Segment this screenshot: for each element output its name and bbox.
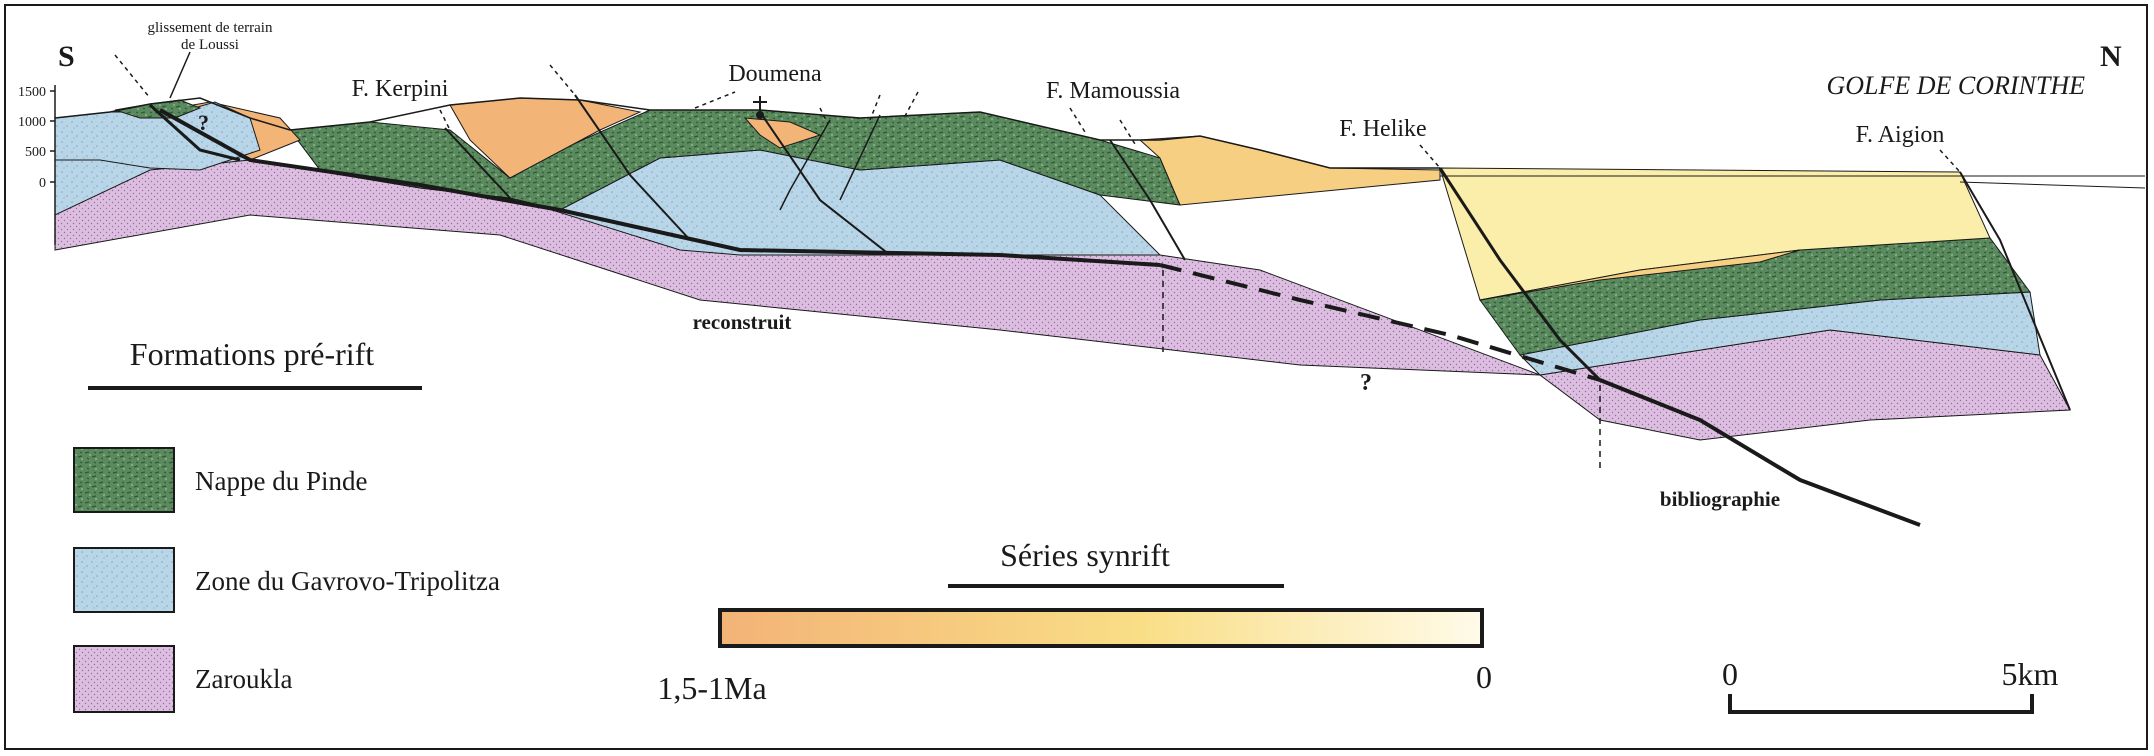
scale-bar: 0 5km bbox=[1722, 656, 2059, 714]
fault-helike bbox=[1438, 167, 1602, 382]
legend-label-gavrovo: Zone du Gavrovo-Tripolitza bbox=[195, 566, 500, 596]
legend-label-zaroukla: Zaroukla bbox=[195, 664, 292, 694]
north-label: N bbox=[2100, 40, 2122, 73]
loussi-question-mark: ? bbox=[198, 110, 209, 135]
landslide-label-line1: glissement de terrain bbox=[148, 20, 273, 36]
aigion-fault-label: F. Aigion bbox=[1856, 122, 1945, 148]
helike-fault-label: F. Helike bbox=[1339, 116, 1426, 142]
synrift-start-label: 1,5-1Ma bbox=[657, 670, 766, 706]
fault-doumena bbox=[574, 94, 691, 241]
aigion-fault-tick bbox=[1939, 149, 1961, 173]
synrift-basin-mamoussia bbox=[1138, 135, 1441, 206]
doumena-fault-tick bbox=[819, 107, 829, 125]
helike-fault-tick bbox=[1419, 144, 1441, 169]
legend-swatch-zaroukla bbox=[73, 645, 175, 713]
legend-synrift: Séries synrift 1,5-1Ma 0 bbox=[657, 537, 1492, 706]
landslide-pointer bbox=[169, 51, 191, 99]
fault-kerpini bbox=[444, 127, 511, 199]
legend-swatch-pinde bbox=[73, 447, 175, 513]
scale-end-label: 5km bbox=[2002, 656, 2059, 692]
mamoussia-fault-tick bbox=[1069, 107, 1086, 133]
altitude-tick-1000: 1000 bbox=[18, 115, 46, 130]
doumena-fault-tick-3 bbox=[904, 91, 919, 117]
fault-mamoussia bbox=[1109, 139, 1186, 261]
south-label: S bbox=[58, 40, 75, 73]
legend-swatch-gavrovo bbox=[73, 547, 175, 613]
bibliographie-label: bibliographie bbox=[1660, 487, 1780, 511]
doumena-marker bbox=[753, 96, 767, 119]
figure-frame bbox=[4, 4, 2148, 750]
synrift-gradient-bar bbox=[718, 608, 1484, 648]
fault-doumena-2 bbox=[759, 111, 891, 256]
legend-prerift-title: Formations pré-rift bbox=[130, 336, 375, 372]
synrift-unit-north-lower bbox=[1479, 249, 1801, 301]
fault-aigion bbox=[1959, 171, 2071, 411]
synrift-end-label: 0 bbox=[1476, 659, 1492, 695]
altitude-tick-1500: 1500 bbox=[18, 85, 46, 100]
gulf-label: GOLFE DE CORINTHE bbox=[1826, 71, 2085, 100]
topographic-surface bbox=[54, 97, 1440, 169]
legend-label-pinde: Nappe du Pinde bbox=[195, 466, 367, 496]
altitude-tick-0: 0 bbox=[39, 176, 46, 191]
legend-prerift: Formations pré-rift Nappe du Pinde Zone … bbox=[73, 336, 500, 713]
landslide-label-line2: de Loussi bbox=[181, 37, 239, 53]
kerpini-fault-label: F. Kerpini bbox=[352, 76, 449, 102]
altitude-tick-500: 500 bbox=[25, 145, 46, 160]
detachment-inferred bbox=[1159, 263, 1601, 382]
detachment-north bbox=[1599, 378, 1921, 527]
fault-mid-2 bbox=[839, 114, 881, 201]
section-question-mark: ? bbox=[1360, 370, 1372, 396]
loussi-fault-tick bbox=[114, 54, 151, 99]
doumena-fault-tick-2 bbox=[869, 94, 881, 121]
basal-detachment bbox=[159, 108, 1161, 267]
doumena-pointer bbox=[694, 91, 736, 109]
reconstruit-label: reconstruit bbox=[693, 310, 792, 334]
doumena-label: Doumena bbox=[728, 61, 822, 87]
altitude-axis: 1500 1000 500 0 bbox=[18, 85, 56, 245]
mamoussia-fault-label: F. Mamoussia bbox=[1046, 78, 1180, 104]
kerpini-fault-tick-2 bbox=[549, 64, 576, 96]
fault-loussi bbox=[148, 103, 241, 162]
scale-start-label: 0 bbox=[1722, 656, 1738, 692]
legend-synrift-title: Séries synrift bbox=[1000, 537, 1170, 573]
fault-mid-1 bbox=[779, 119, 831, 211]
kerpini-fault-tick bbox=[439, 109, 451, 131]
cross-section bbox=[54, 94, 2146, 527]
synrift-basin-mid bbox=[743, 117, 822, 149]
sea-floor-line bbox=[1959, 181, 2146, 189]
